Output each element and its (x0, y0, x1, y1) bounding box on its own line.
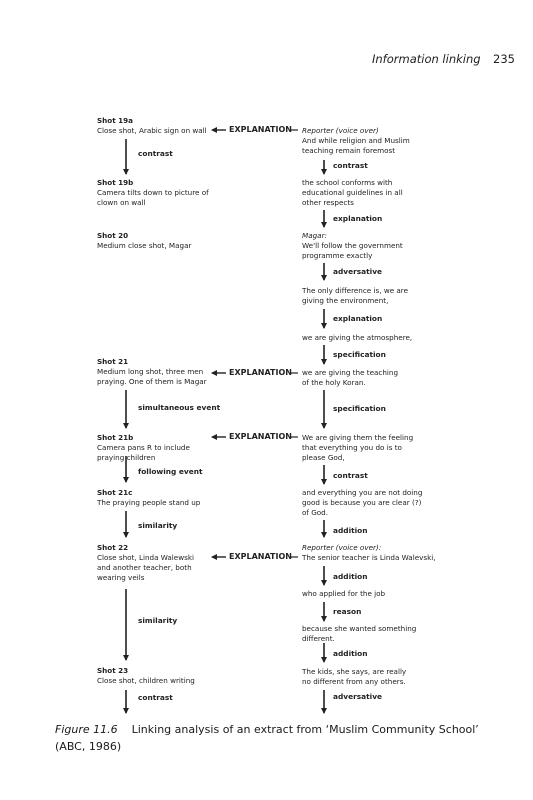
right-speaker-reporter-1: Reporter (voice over) (302, 126, 379, 135)
shot-21-title: Shot 21 (97, 357, 129, 366)
right-text-5: we are giving the atmosphere, (302, 333, 413, 342)
explanation-label-4: EXPLANATION (229, 552, 292, 561)
right-speaker-reporter-2: Reporter (voice over): (302, 543, 382, 552)
right-link-12: adversative (333, 692, 383, 701)
right-link-9: addition (333, 572, 368, 581)
right-link-6: specification (333, 404, 386, 413)
shot-19a-desc: Close shot, Arabic sign on wall (97, 126, 207, 135)
link-22-23: similarity (138, 616, 178, 625)
shot-23-desc: Close shot, children writing (97, 676, 195, 685)
right-text-1: And while religion and Muslim teaching r… (302, 136, 410, 156)
right-link-11: addition (333, 649, 368, 658)
shot-20-desc: Medium close shot, Magar (97, 241, 192, 250)
right-link-5: specification (333, 350, 386, 359)
explanation-label-3: EXPLANATION (229, 432, 292, 441)
shot-23-title: Shot 23 (97, 666, 129, 675)
link-19a-19b: contrast (138, 149, 173, 158)
link-21b-21c: following event (138, 467, 203, 476)
right-link-7: contrast (333, 471, 368, 480)
right-text-2: the school conforms with educational gui… (302, 178, 403, 208)
right-text-9: The senior teacher is Linda Walevski, (302, 553, 436, 562)
right-link-1: contrast (333, 161, 368, 170)
shot-22-desc: Close shot, Linda Walewski and another t… (97, 553, 195, 583)
explanation-label-2: EXPLANATION (229, 368, 292, 377)
right-link-10: reason (333, 607, 362, 616)
explanation-label-1: EXPLANATION (229, 125, 292, 134)
right-text-8: and everything you are not doing good is… (302, 488, 423, 518)
link-21c-22: similarity (138, 521, 178, 530)
figure-number: Figure 11.6 (55, 723, 118, 736)
right-text-6: we are giving the teaching of the holy K… (302, 368, 399, 388)
link-23-next: contrast (138, 693, 173, 702)
shot-21b-title: Shot 21b (97, 433, 134, 442)
shot-19a-title: Shot 19a (97, 116, 134, 125)
right-text-7: We are giving them the feeling that ever… (302, 433, 414, 463)
page-number: 235 (493, 52, 515, 66)
shot-19b-title: Shot 19b (97, 178, 134, 187)
right-link-4: explanation (333, 314, 383, 323)
right-speaker-magar: Magar: (302, 231, 327, 240)
shot-21b-desc: Camera pans R to include praying childre… (97, 443, 190, 463)
right-text-12: The kids, she says, are really no differ… (302, 667, 407, 687)
right-link-8: addition (333, 526, 368, 535)
shot-21-desc: Medium long shot, three men praying. One… (97, 367, 207, 387)
shot-21c-title: Shot 21c (97, 488, 133, 497)
right-text-4: The only difference is, we are giving th… (302, 286, 409, 306)
right-text-10: who applied for the job (302, 589, 386, 598)
right-link-3: adversative (333, 267, 383, 276)
right-text-3: We'll follow the government programme ex… (302, 241, 403, 261)
right-link-2: explanation (333, 214, 383, 223)
shot-22-title: Shot 22 (97, 543, 129, 552)
shot-20-title: Shot 20 (97, 231, 129, 240)
figure-caption-text: Linking analysis of an extract from ‘Mus… (55, 723, 479, 753)
shot-19b-desc: Camera tilts down to picture of clown on… (97, 188, 209, 208)
running-header-title: Information linking (372, 52, 481, 66)
shot-21c-desc: The praying people stand up (97, 498, 201, 507)
right-text-11: because she wanted something different. (302, 624, 417, 644)
link-21-21b: simultaneous event (138, 403, 221, 412)
